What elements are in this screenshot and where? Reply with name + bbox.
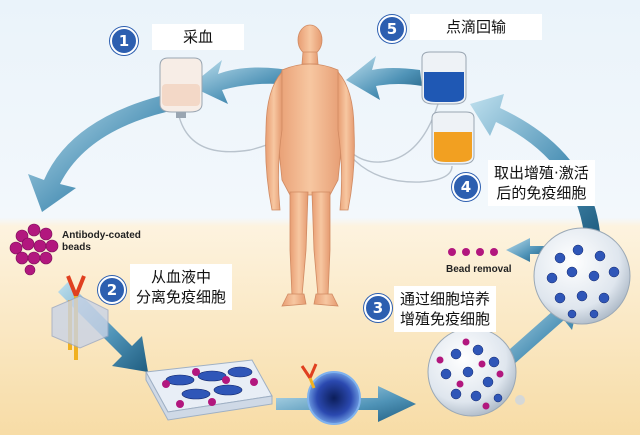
- arrow-bead-removal: [506, 238, 545, 262]
- step-5-badge: 5: [378, 15, 406, 43]
- step-1-badge: 1: [110, 27, 138, 55]
- human-figure: [265, 24, 355, 307]
- step-4-badge: 4: [452, 173, 480, 201]
- beads-label-line-2: beads: [62, 242, 91, 253]
- step-3-badge: 3: [364, 294, 392, 322]
- removed-beads: [448, 248, 498, 256]
- arrow-to-bag-5: [346, 56, 422, 100]
- culture-dish-icon: [145, 359, 273, 421]
- culture-sphere-icon: [427, 327, 517, 417]
- watermark-logo: [515, 395, 525, 405]
- dish-cells: [165, 366, 253, 400]
- step-4-label: 取出增殖·激活 后的免疫细胞: [488, 160, 595, 206]
- arrow-left-arc: [28, 96, 166, 212]
- step-4-label-line-1: 取出增殖·激活: [494, 164, 589, 182]
- antibody-beads-cluster: [9, 223, 59, 276]
- blood-bag-orange-icon: [431, 111, 475, 165]
- step-2-label: 从血液中 分离免疫细胞: [130, 264, 233, 310]
- blood-bag-blue-icon: [421, 51, 467, 105]
- blood-bag-empty-icon: [159, 57, 203, 118]
- step-5-label: 点滴回输: [410, 14, 542, 40]
- step-3-label: 通过细胞培养 增殖免疫细胞: [394, 286, 497, 332]
- receptor-hexagon: [51, 295, 109, 349]
- beads-label: Antibody-coated beads: [62, 230, 141, 254]
- immune-cell-icon: [300, 363, 361, 425]
- beads-label-line-1: Antibody-coated: [62, 230, 141, 241]
- arrow-to-bag-1: [190, 60, 302, 104]
- step-2-label-line-2: 分离免疫细胞: [136, 288, 227, 306]
- bead-removal-label: Bead removal: [446, 264, 512, 275]
- step-2-badge: 2: [98, 276, 126, 304]
- step-3-label-line-2: 增殖免疫细胞: [400, 310, 491, 328]
- step-4-label-line-2: 后的免疫细胞: [496, 184, 587, 202]
- arrow-right-arc: [470, 94, 600, 234]
- step-3-label-line-1: 通过细胞培养: [400, 290, 491, 308]
- dish-beads: [162, 368, 258, 408]
- step-2-label-line-1: 从血液中: [151, 268, 212, 286]
- activated-sphere-icon: [533, 227, 631, 325]
- step-1-label: 采血: [152, 24, 244, 50]
